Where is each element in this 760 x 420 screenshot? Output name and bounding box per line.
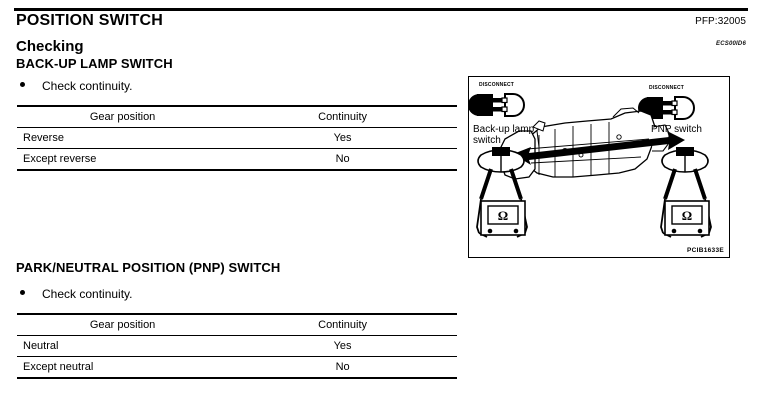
table-row: Except reverse No: [17, 148, 457, 171]
bullet-dot-icon: [20, 290, 25, 295]
cell-continuity: Yes: [228, 127, 457, 149]
pointer-arrow: [513, 131, 685, 165]
checking-heading: Checking: [16, 38, 84, 55]
pfp-code: PFP:32005: [695, 16, 746, 27]
figure-label-backup-lamp-switch: Back-up lamp switch: [473, 124, 535, 146]
cell-continuity: No: [228, 356, 457, 379]
header-rule: [14, 8, 748, 11]
svg-text:Ω: Ω: [682, 208, 692, 223]
cell-gear-position: Except neutral: [17, 356, 229, 379]
table-header-row: Gear position Continuity: [17, 313, 457, 336]
disconnect-label-left: DISCONNECT: [479, 82, 515, 88]
cell-continuity: Yes: [228, 335, 457, 357]
pnp-bullet-text: Check continuity.: [42, 287, 133, 301]
svg-text:Ω: Ω: [498, 208, 508, 223]
backup-lamp-switch-heading: BACK-UP LAMP SWITCH: [16, 56, 173, 71]
disconnect-label-right: DISCONNECT: [649, 85, 685, 91]
figure-label-pnp-switch: PNP switch: [651, 124, 702, 135]
probe-assembly-right: [660, 147, 712, 238]
column-header-continuity: Continuity: [228, 313, 457, 336]
connector-disconnect-icon-left: [469, 93, 525, 117]
ohmmeter-icon-right: Ω: [664, 200, 710, 236]
bullet-dot-icon: [20, 82, 25, 87]
page-title: POSITION SWITCH: [16, 12, 163, 29]
cell-continuity: No: [228, 148, 457, 171]
figure-id-code: PCIB1633E: [686, 247, 724, 254]
pnp-continuity-table: Gear position Continuity Neutral Yes Exc…: [17, 313, 457, 379]
cell-gear-position: Except reverse: [17, 148, 229, 171]
table-row: Neutral Yes: [17, 335, 457, 357]
pnp-switch-heading: PARK/NEUTRAL POSITION (PNP) SWITCH: [16, 260, 281, 275]
cell-gear-position: Reverse: [17, 127, 229, 149]
column-header-continuity: Continuity: [228, 105, 457, 128]
table-row: Except neutral No: [17, 356, 457, 379]
table-header-row: Gear position Continuity: [17, 105, 457, 128]
reference-code: ECS00ID6: [716, 41, 746, 47]
column-header-gear-position: Gear position: [17, 105, 229, 128]
backup-bullet-text: Check continuity.: [42, 79, 133, 93]
ohmmeter-icon-left: Ω: [480, 200, 526, 236]
table-row: Reverse Yes: [17, 127, 457, 149]
backup-check-bullet: Check continuity.: [20, 79, 133, 93]
backup-continuity-table: Gear position Continuity Reverse Yes Exc…: [17, 105, 457, 171]
wiring-check-illustration: Ω Ω DISCONNECT DISCONNECT Back-up lamp s…: [468, 76, 730, 258]
figure-graphics: Ω Ω: [469, 93, 712, 238]
cell-gear-position: Neutral: [17, 335, 229, 357]
column-header-gear-position: Gear position: [17, 313, 229, 336]
pnp-check-bullet: Check continuity.: [20, 287, 133, 301]
